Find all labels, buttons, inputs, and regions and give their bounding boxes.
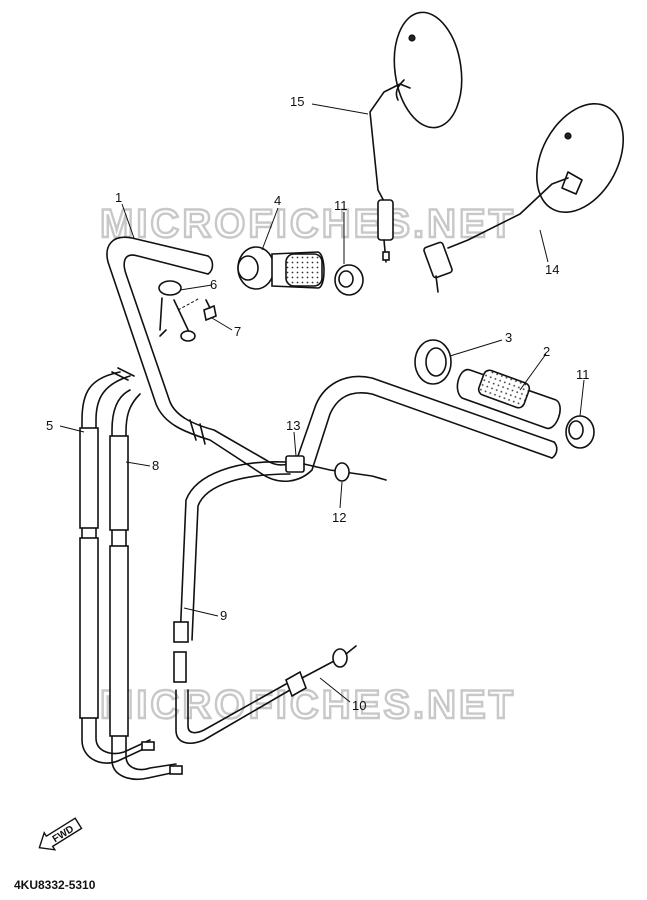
watermark-top: MICROFICHES.NET xyxy=(100,202,516,246)
grip-collar xyxy=(414,339,452,385)
grip-end-top xyxy=(334,264,364,296)
fwd-arrow: FWD xyxy=(38,817,83,851)
cable-guide xyxy=(158,280,201,342)
clutch-cable xyxy=(173,461,357,744)
callout-2: 2 xyxy=(543,344,550,359)
callout-11-right: 11 xyxy=(576,367,590,382)
callout-5: 5 xyxy=(46,418,53,433)
callout-11-top: 11 xyxy=(334,198,348,213)
callout-8: 8 xyxy=(152,458,159,473)
leader-lines xyxy=(59,103,585,703)
callout-12: 12 xyxy=(332,510,346,525)
throttle-cables xyxy=(79,367,183,780)
left-grip xyxy=(456,368,561,429)
callout-1: 1 xyxy=(115,190,122,205)
handlebar xyxy=(106,236,558,482)
callout-4: 4 xyxy=(274,193,281,208)
grip-end-right xyxy=(565,415,595,449)
mirror-right xyxy=(423,102,625,293)
callout-7: 7 xyxy=(234,324,241,339)
watermark-bottom: MICROFICHES.NET xyxy=(100,683,516,727)
callout-9: 9 xyxy=(220,608,227,623)
callout-15: 15 xyxy=(290,94,304,109)
reference-code: 4KU8332-5310 xyxy=(14,878,96,892)
callout-3: 3 xyxy=(505,330,512,345)
callout-6: 6 xyxy=(210,277,217,292)
mirror-left xyxy=(369,11,463,263)
screw xyxy=(203,299,217,322)
callouts: 1 2 3 4 5 6 7 8 9 10 11 11 12 13 14 15 xyxy=(46,94,590,713)
callout-13: 13 xyxy=(286,418,300,433)
callout-14: 14 xyxy=(545,262,559,277)
cable-adjuster xyxy=(285,455,387,482)
callout-10: 10 xyxy=(352,698,366,713)
throttle-grip xyxy=(237,246,325,290)
